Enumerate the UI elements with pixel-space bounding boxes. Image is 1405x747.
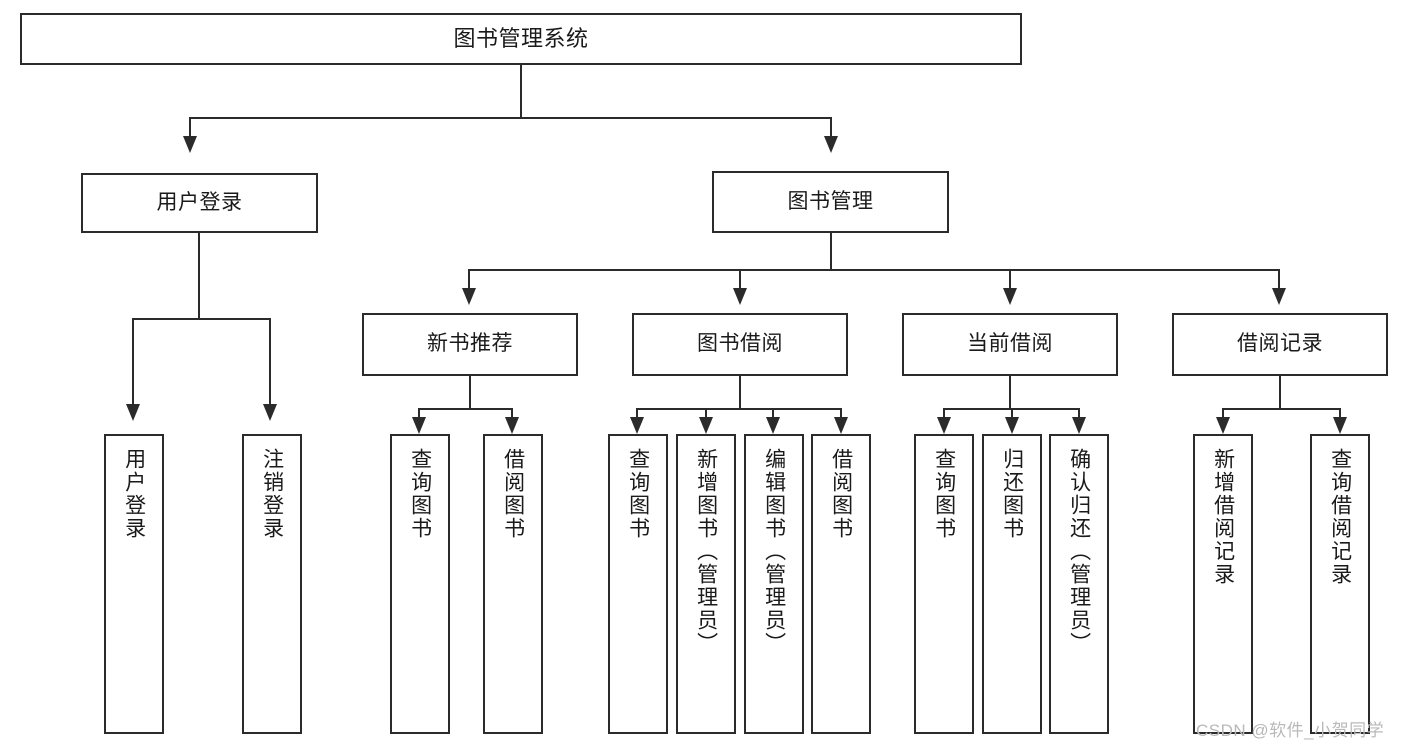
connector-current-drop-2 (1011, 408, 1013, 420)
leaf-query-borrow-record[interactable]: 查询借阅记录 (1310, 434, 1370, 734)
connector-newbook-drop-1 (418, 408, 420, 420)
arrow-to-leaf-edit-book (766, 417, 780, 434)
node-label: 归还图书 (1000, 448, 1024, 540)
connector-login-bus (132, 318, 269, 320)
node-borrow-records[interactable]: 借阅记录 (1172, 313, 1388, 376)
node-book-borrow[interactable]: 图书借阅 (632, 313, 848, 376)
connector-borrow-drop-2 (705, 408, 707, 420)
node-new-book-recommend[interactable]: 新书推荐 (362, 313, 578, 376)
arrow-to-leaf-add-book (699, 417, 713, 434)
node-login[interactable]: 用户登录 (81, 173, 318, 233)
node-label: 用户登录 (122, 448, 146, 540)
node-label: 用户登录 (156, 190, 243, 214)
connector-records-drop-1 (1222, 408, 1224, 420)
arrow-to-current (1003, 288, 1017, 305)
node-book-management[interactable]: 图书管理 (712, 171, 949, 233)
arrow-to-leaf-add-record (1216, 417, 1230, 434)
arrow-to-bookmgmt (824, 136, 838, 153)
connector-borrow-drop-3 (772, 408, 774, 420)
node-label: 图书借阅 (697, 332, 783, 356)
connector-login-drop-1 (132, 318, 134, 406)
leaf-user-login[interactable]: 用户登录 (104, 434, 164, 734)
arrow-to-leaf-query-book-2 (630, 417, 644, 434)
connector-root-stem (520, 65, 522, 118)
arrow-to-leaf-user-login (126, 404, 140, 421)
arrow-to-leaf-borrow-book-2 (834, 417, 848, 434)
node-root[interactable]: 图书管理系统 (20, 13, 1022, 65)
leaf-edit-book-admin[interactable]: 编辑图书（管理员） (744, 434, 804, 734)
arrow-to-leaf-return-book (1005, 417, 1019, 434)
connector-records-drop-2 (1339, 408, 1341, 420)
node-label: 编辑图书（管理员） (762, 448, 786, 655)
arrow-to-leaf-query-book-3 (937, 417, 951, 434)
leaf-borrow-book-newbook[interactable]: 借阅图书 (483, 434, 543, 734)
node-current-borrow[interactable]: 当前借阅 (902, 313, 1118, 376)
arrow-to-login (183, 136, 197, 153)
connector-bookmgmt-drop-borrow (739, 269, 741, 291)
connector-login-stem (198, 233, 200, 319)
arrow-to-records (1272, 288, 1286, 305)
leaf-return-book[interactable]: 归还图书 (982, 434, 1042, 734)
connector-borrow-drop-1 (636, 408, 638, 420)
arrow-to-leaf-query-record (1333, 417, 1347, 434)
arrow-to-newbook (462, 288, 476, 305)
connector-root-drop-bookmgmt (830, 117, 832, 139)
leaf-query-book-newbook[interactable]: 查询图书 (390, 434, 450, 734)
connector-newbook-bus (418, 408, 512, 410)
connector-borrow-stem (739, 376, 741, 410)
node-label: 图书管理系统 (453, 26, 589, 52)
node-label: 图书管理 (787, 189, 874, 213)
connector-login-drop-2 (269, 318, 271, 406)
node-label: 注销登录 (260, 448, 284, 540)
connector-bookmgmt-drop-current (1009, 269, 1011, 291)
leaf-borrow-book-borrow[interactable]: 借阅图书 (811, 434, 871, 734)
leaf-query-book-current[interactable]: 查询图书 (914, 434, 974, 734)
node-label: 借阅记录 (1237, 332, 1323, 356)
leaf-query-book-borrow[interactable]: 查询图书 (608, 434, 668, 734)
leaf-add-book-admin[interactable]: 新增图书（管理员） (676, 434, 736, 734)
connector-newbook-stem (469, 376, 471, 410)
arrow-to-leaf-confirm-return (1072, 417, 1086, 434)
connector-borrow-drop-4 (840, 408, 842, 420)
arrow-to-leaf-borrow-book-1 (505, 417, 519, 434)
arrow-to-leaf-logout (263, 404, 277, 421)
connector-records-bus (1222, 408, 1340, 410)
leaf-logout[interactable]: 注销登录 (242, 434, 302, 734)
watermark: CSDN @软件_小贺同学 (1196, 721, 1385, 740)
arrow-to-borrow (733, 288, 747, 305)
leaf-add-borrow-record[interactable]: 新增借阅记录 (1193, 434, 1253, 734)
connector-current-stem (1009, 376, 1011, 410)
connector-bookmgmt-stem (830, 233, 832, 271)
node-label: 借阅图书 (501, 448, 525, 540)
connector-bookmgmt-drop-newbook (468, 269, 470, 291)
node-label: 查询图书 (408, 448, 432, 540)
node-label: 新书推荐 (427, 332, 513, 356)
connector-newbook-drop-2 (511, 408, 513, 420)
connector-root-drop-login (189, 117, 191, 139)
connector-bookmgmt-drop-records (1278, 269, 1280, 291)
node-label: 查询图书 (626, 448, 650, 540)
leaf-confirm-return-admin[interactable]: 确认归还（管理员） (1049, 434, 1109, 734)
connector-current-drop-1 (943, 408, 945, 420)
node-label: 借阅图书 (829, 448, 853, 540)
connector-records-stem (1279, 376, 1281, 410)
node-label: 新增图书（管理员） (694, 448, 718, 655)
node-label: 新增借阅记录 (1211, 448, 1235, 586)
connector-borrow-bus (636, 408, 842, 410)
node-label: 查询借阅记录 (1328, 448, 1352, 586)
node-label: 当前借阅 (967, 332, 1053, 356)
arrow-to-leaf-query-book-1 (412, 417, 426, 434)
node-label: 查询图书 (932, 448, 956, 540)
node-label: 确认归还（管理员） (1067, 448, 1091, 655)
connector-root-bus (189, 117, 832, 119)
connector-bookmgmt-bus (468, 269, 1280, 271)
connector-current-drop-3 (1078, 408, 1080, 420)
